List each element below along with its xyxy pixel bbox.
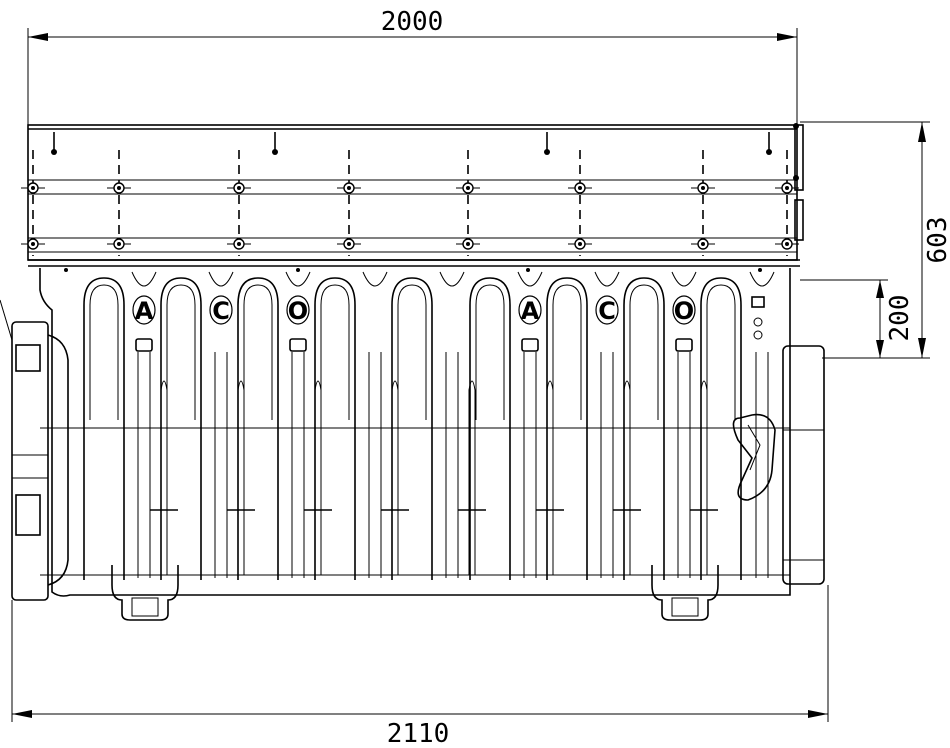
dimension-right-height: 603: [800, 121, 950, 359]
fastener: [107, 238, 131, 250]
fastener: [21, 182, 45, 194]
rib-stem: [439, 271, 465, 578]
phase-mark-label: O: [674, 297, 694, 325]
hanging-pins: [51, 132, 772, 155]
dimension-right-height-label: 603: [923, 217, 950, 264]
indicator-block: [751, 296, 765, 340]
handle-knob: [732, 413, 776, 501]
phase-mark-label: O: [288, 297, 308, 325]
rib-lobe: [314, 277, 409, 580]
phase-mark-label: A: [521, 297, 540, 325]
fastener: [21, 238, 45, 250]
right-end-flange: [782, 345, 825, 585]
phase-mark: C: [595, 295, 619, 325]
fastener: [568, 182, 592, 194]
phase-mark-label: C: [598, 297, 616, 325]
rib-lobe: [83, 277, 178, 580]
rib-stem: [749, 271, 775, 578]
top-frame: [27, 123, 804, 267]
rib-stem: [594, 271, 620, 578]
rib-stem: [671, 271, 697, 578]
rib-lobe: [623, 277, 718, 580]
rib-lobe: [546, 277, 641, 580]
fastener-grid: [21, 150, 799, 272]
phase-mark: O: [286, 295, 310, 325]
fastener: [337, 182, 361, 194]
phase-mark: O: [672, 295, 696, 325]
rib-stem: [131, 271, 157, 578]
dimension-top-width: 2000: [27, 7, 798, 128]
dimension-bottom-width-label: 2110: [387, 719, 450, 748]
rib-stem: [208, 271, 234, 578]
dimension-bottom-width: 2110: [11, 585, 829, 748]
phase-mark: A: [518, 295, 542, 325]
rib-lobe: [700, 277, 742, 580]
fastener: [107, 182, 131, 194]
dimension-right-partial-label: 200: [885, 295, 915, 342]
main-body: [39, 268, 791, 597]
rib-row: [83, 271, 775, 580]
rib-stem: [362, 271, 388, 578]
fastener: [691, 182, 715, 194]
fastener: [227, 238, 251, 250]
rib-stem: [517, 271, 543, 578]
rib-stem: [285, 271, 311, 578]
foot-left: [111, 565, 179, 621]
phase-mark: C: [209, 295, 233, 325]
foot-right: [651, 565, 719, 621]
fastener: [337, 238, 361, 250]
dimension-top-width-label: 2000: [381, 7, 444, 37]
phase-mark: A: [132, 295, 156, 325]
left-end-flange: [0, 299, 69, 601]
fastener: [227, 182, 251, 194]
fastener: [691, 238, 715, 250]
dimension-right-partial: 200: [800, 279, 915, 358]
fastener: [775, 182, 799, 194]
phase-mark-label: C: [212, 297, 230, 325]
rib-lobe: [391, 277, 486, 580]
rib-lobe: [469, 277, 564, 580]
rib-lobe: [160, 277, 255, 580]
phase-mark-label: A: [135, 297, 154, 325]
fastener: [456, 238, 480, 250]
fastener: [456, 182, 480, 194]
rib-lobe: [237, 277, 332, 580]
fastener: [568, 238, 592, 250]
fastener: [775, 238, 799, 250]
